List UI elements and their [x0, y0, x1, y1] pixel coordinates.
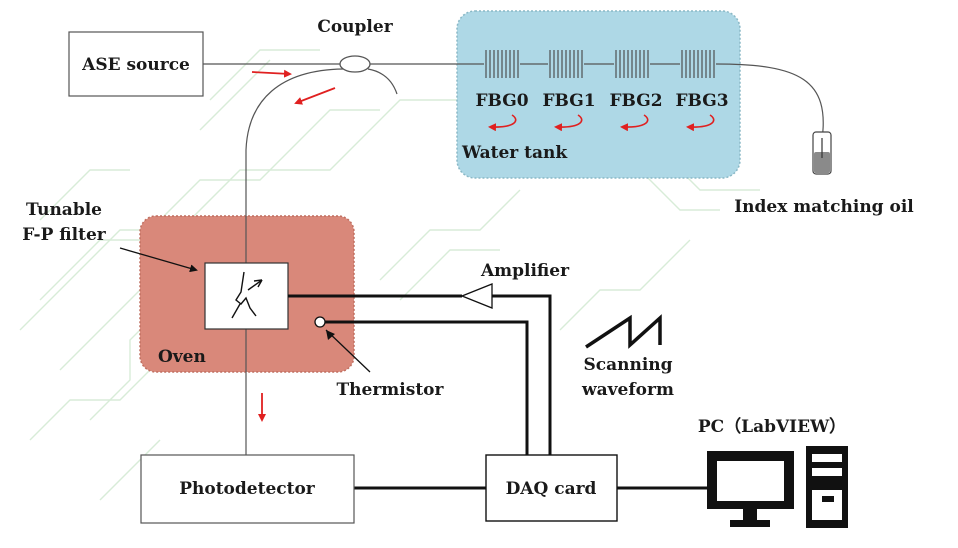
thermistor-label: Thermistor	[337, 380, 445, 400]
scanning-label-line1: Scanning	[583, 355, 672, 375]
amplifier-label: Amplifier	[480, 261, 570, 281]
coupler-label: Coupler	[317, 17, 393, 37]
background-traces	[19, 49, 760, 501]
fiber-lines	[203, 55, 824, 455]
fbg1-reflection-arrow	[554, 114, 583, 132]
daq-card-box	[485, 454, 618, 522]
return-direction-arrow	[294, 87, 336, 105]
fbg3-reflection-arrow	[686, 114, 715, 132]
fp-filter-icon	[231, 271, 263, 319]
coupler	[339, 55, 371, 73]
fbg3-label: FBG3	[675, 91, 728, 111]
fp-filter-box	[204, 262, 289, 330]
fbg1-label: FBG1	[542, 91, 595, 111]
thermistor-pointer-head	[326, 330, 335, 340]
fbg1-grating	[549, 50, 583, 78]
tunable-label-line2: F-P filter	[22, 225, 107, 245]
fbg0-reflection-arrow	[488, 114, 517, 132]
reflection-arrows	[488, 114, 715, 132]
water-tank	[456, 10, 741, 179]
fbg-gratings	[485, 50, 715, 78]
fbg2-reflection-arrow	[620, 114, 649, 132]
ase-source-box	[68, 31, 204, 97]
electrical-lines	[288, 294, 707, 490]
water-tank-label: Water tank	[461, 143, 568, 163]
daq-card-label: DAQ card	[506, 479, 597, 499]
fbg2-grating	[615, 50, 649, 78]
photodetector-box	[140, 454, 355, 524]
fbg3-grating	[681, 50, 715, 78]
pc-monitor-icon	[707, 451, 794, 527]
fbg0-label: FBG0	[475, 91, 528, 111]
thermistor	[314, 316, 326, 328]
index-matching-oil-label: Index matching oil	[734, 197, 914, 217]
filter-pointer-line	[119, 247, 198, 273]
ase-source-label: ASE source	[81, 55, 190, 75]
index-matching-oil-vial	[812, 131, 832, 175]
fbg2-label: FBG2	[609, 91, 662, 111]
pc-label: PC（LabVIEW）	[698, 416, 846, 437]
amplifier-symbol	[460, 283, 493, 309]
pc-tower-icon	[806, 446, 848, 528]
scanning-waveform-icon	[585, 314, 662, 349]
scanning-label-line2: waveform	[581, 380, 674, 400]
fbg0-grating	[485, 50, 519, 78]
thermistor-pointer-line	[325, 329, 371, 373]
photodetector-label: Photodetector	[179, 479, 316, 499]
oven-label: Oven	[158, 347, 206, 367]
forward-direction-arrow	[251, 69, 292, 78]
tunable-label-line1: Tunable	[26, 200, 102, 220]
